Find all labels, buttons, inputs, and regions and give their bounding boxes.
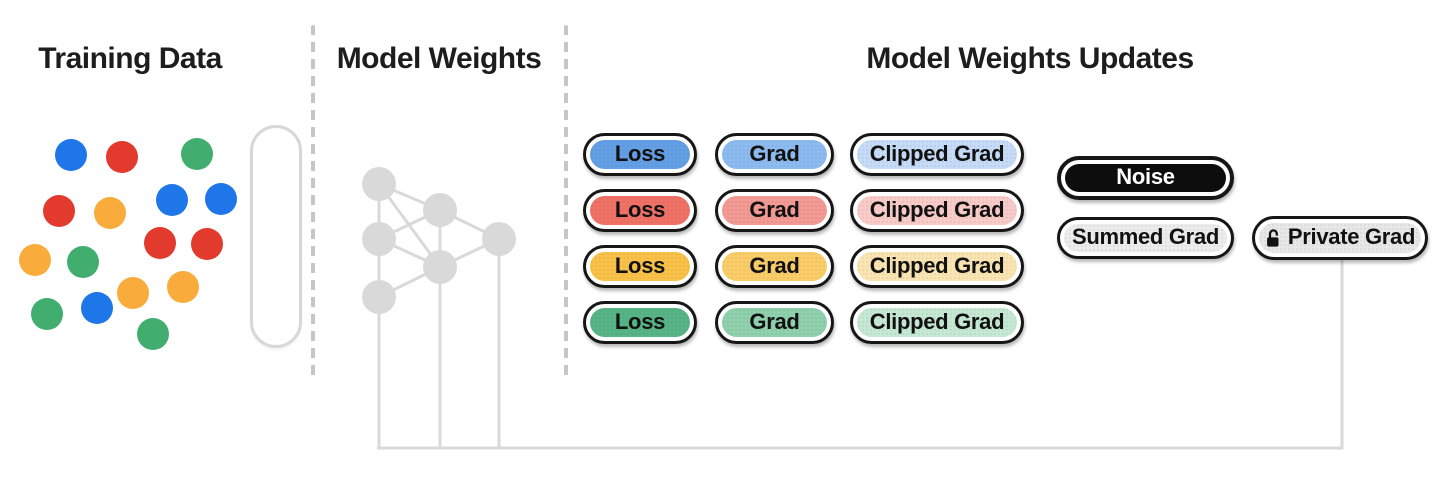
pill-label: Grad (749, 308, 800, 334)
data-point-red (106, 141, 138, 173)
pill-label: Clipped Grad (869, 252, 1005, 278)
pill-label: Clipped Grad (869, 196, 1005, 222)
training-data-title: Training Data (38, 42, 222, 75)
data-point-green (31, 298, 63, 330)
data-point-green (137, 318, 169, 350)
pill-label: Loss (614, 196, 666, 222)
pill-label: Grad (749, 140, 800, 166)
data-point-blue (205, 183, 237, 215)
pill-clipped-grad-red: Clipped Grad (850, 189, 1024, 232)
pill-clipped-grad-green: Clipped Grad (850, 301, 1024, 344)
empty-capsule (250, 125, 302, 348)
data-point-green (67, 246, 99, 278)
pill-loss-green: Loss (583, 301, 697, 344)
pill-label: Loss (614, 252, 666, 278)
pill-label: Loss (614, 140, 666, 166)
pill-label: Loss (614, 308, 666, 334)
divider-right (564, 25, 568, 378)
data-point-green (181, 138, 213, 170)
network-nodes (362, 167, 516, 314)
pill-loss-yellow: Loss (583, 245, 697, 288)
pill-clipped-grad-yellow: Clipped Grad (850, 245, 1024, 288)
pill-label: Private Grad (1287, 224, 1416, 249)
model-weights-updates-title: Model Weights Updates (866, 42, 1194, 75)
pill-loss-red: Loss (583, 189, 697, 232)
data-point-red (191, 228, 223, 260)
data-point-red (144, 227, 176, 259)
pill-label: Noise (1116, 164, 1175, 189)
pill-clipped-grad-blue: Clipped Grad (850, 133, 1024, 176)
data-point-blue (81, 292, 113, 324)
lock-icon (1266, 229, 1279, 247)
data-point-blue (156, 184, 188, 216)
data-point-red (43, 195, 75, 227)
pill-label: Clipped Grad (869, 140, 1005, 166)
pill-label: Grad (749, 196, 800, 222)
pill-grad-green: Grad (715, 301, 834, 344)
pill-label: Clipped Grad (869, 308, 1005, 334)
data-point-yellow (117, 277, 149, 309)
pill-summed-grad: Summed Grad (1057, 217, 1234, 259)
pill-noise: Noise (1057, 156, 1234, 200)
pill-grad-red: Grad (715, 189, 834, 232)
pill-private-grad: Private Grad (1252, 216, 1428, 260)
divider-left (311, 25, 315, 378)
pill-grad-blue: Grad (715, 133, 834, 176)
model-weights-title: Model Weights (336, 42, 542, 75)
pill-loss-blue: Loss (583, 133, 697, 176)
data-point-blue (55, 139, 87, 171)
data-point-yellow (167, 271, 199, 303)
pill-label: Grad (749, 252, 800, 278)
data-point-yellow (19, 244, 51, 276)
pill-grad-yellow: Grad (715, 245, 834, 288)
pill-label: Summed Grad (1071, 224, 1220, 249)
data-point-yellow (94, 197, 126, 229)
